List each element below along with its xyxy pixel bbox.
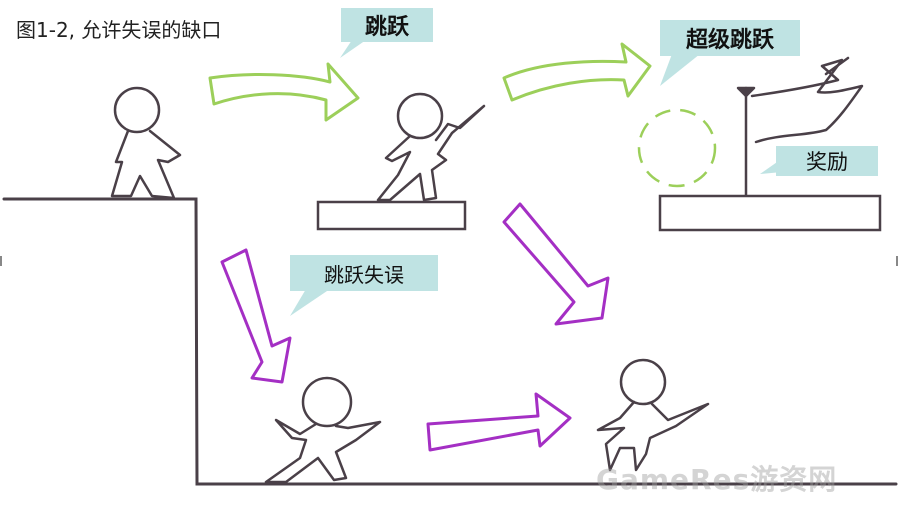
- callout-super-jump: 超级跳跃: [660, 20, 800, 56]
- stick-figure-standing: [110, 86, 182, 200]
- middle-platform: [316, 200, 467, 231]
- callout-tail-jump: [340, 40, 366, 58]
- purple-arrow-3: [426, 392, 572, 452]
- flag-icon: [736, 56, 864, 197]
- purple-arrow-1: [220, 248, 292, 384]
- watermark: GameRes游资网: [596, 463, 838, 496]
- dashed-circle: [637, 108, 717, 188]
- callout-tail-fail: [290, 289, 330, 316]
- stick-figure-fallen: [264, 376, 382, 484]
- purple-arrow-2: [502, 202, 610, 326]
- callout-jump: 跳跃: [341, 8, 433, 42]
- callout-tail-super: [660, 54, 700, 86]
- cliff-ground: [2, 197, 898, 486]
- green-arrow-1: [208, 62, 360, 122]
- stick-figure-recovering: [596, 358, 710, 472]
- callout-jump-fail: 跳跃失误: [290, 255, 438, 291]
- figure-caption: 图1-2, 允许失误的缺口: [16, 18, 222, 42]
- stick-figure-jumping: [376, 92, 486, 202]
- callout-reward: 奖励: [776, 146, 878, 176]
- green-arrow-2: [502, 42, 652, 102]
- goal-platform: [658, 194, 882, 232]
